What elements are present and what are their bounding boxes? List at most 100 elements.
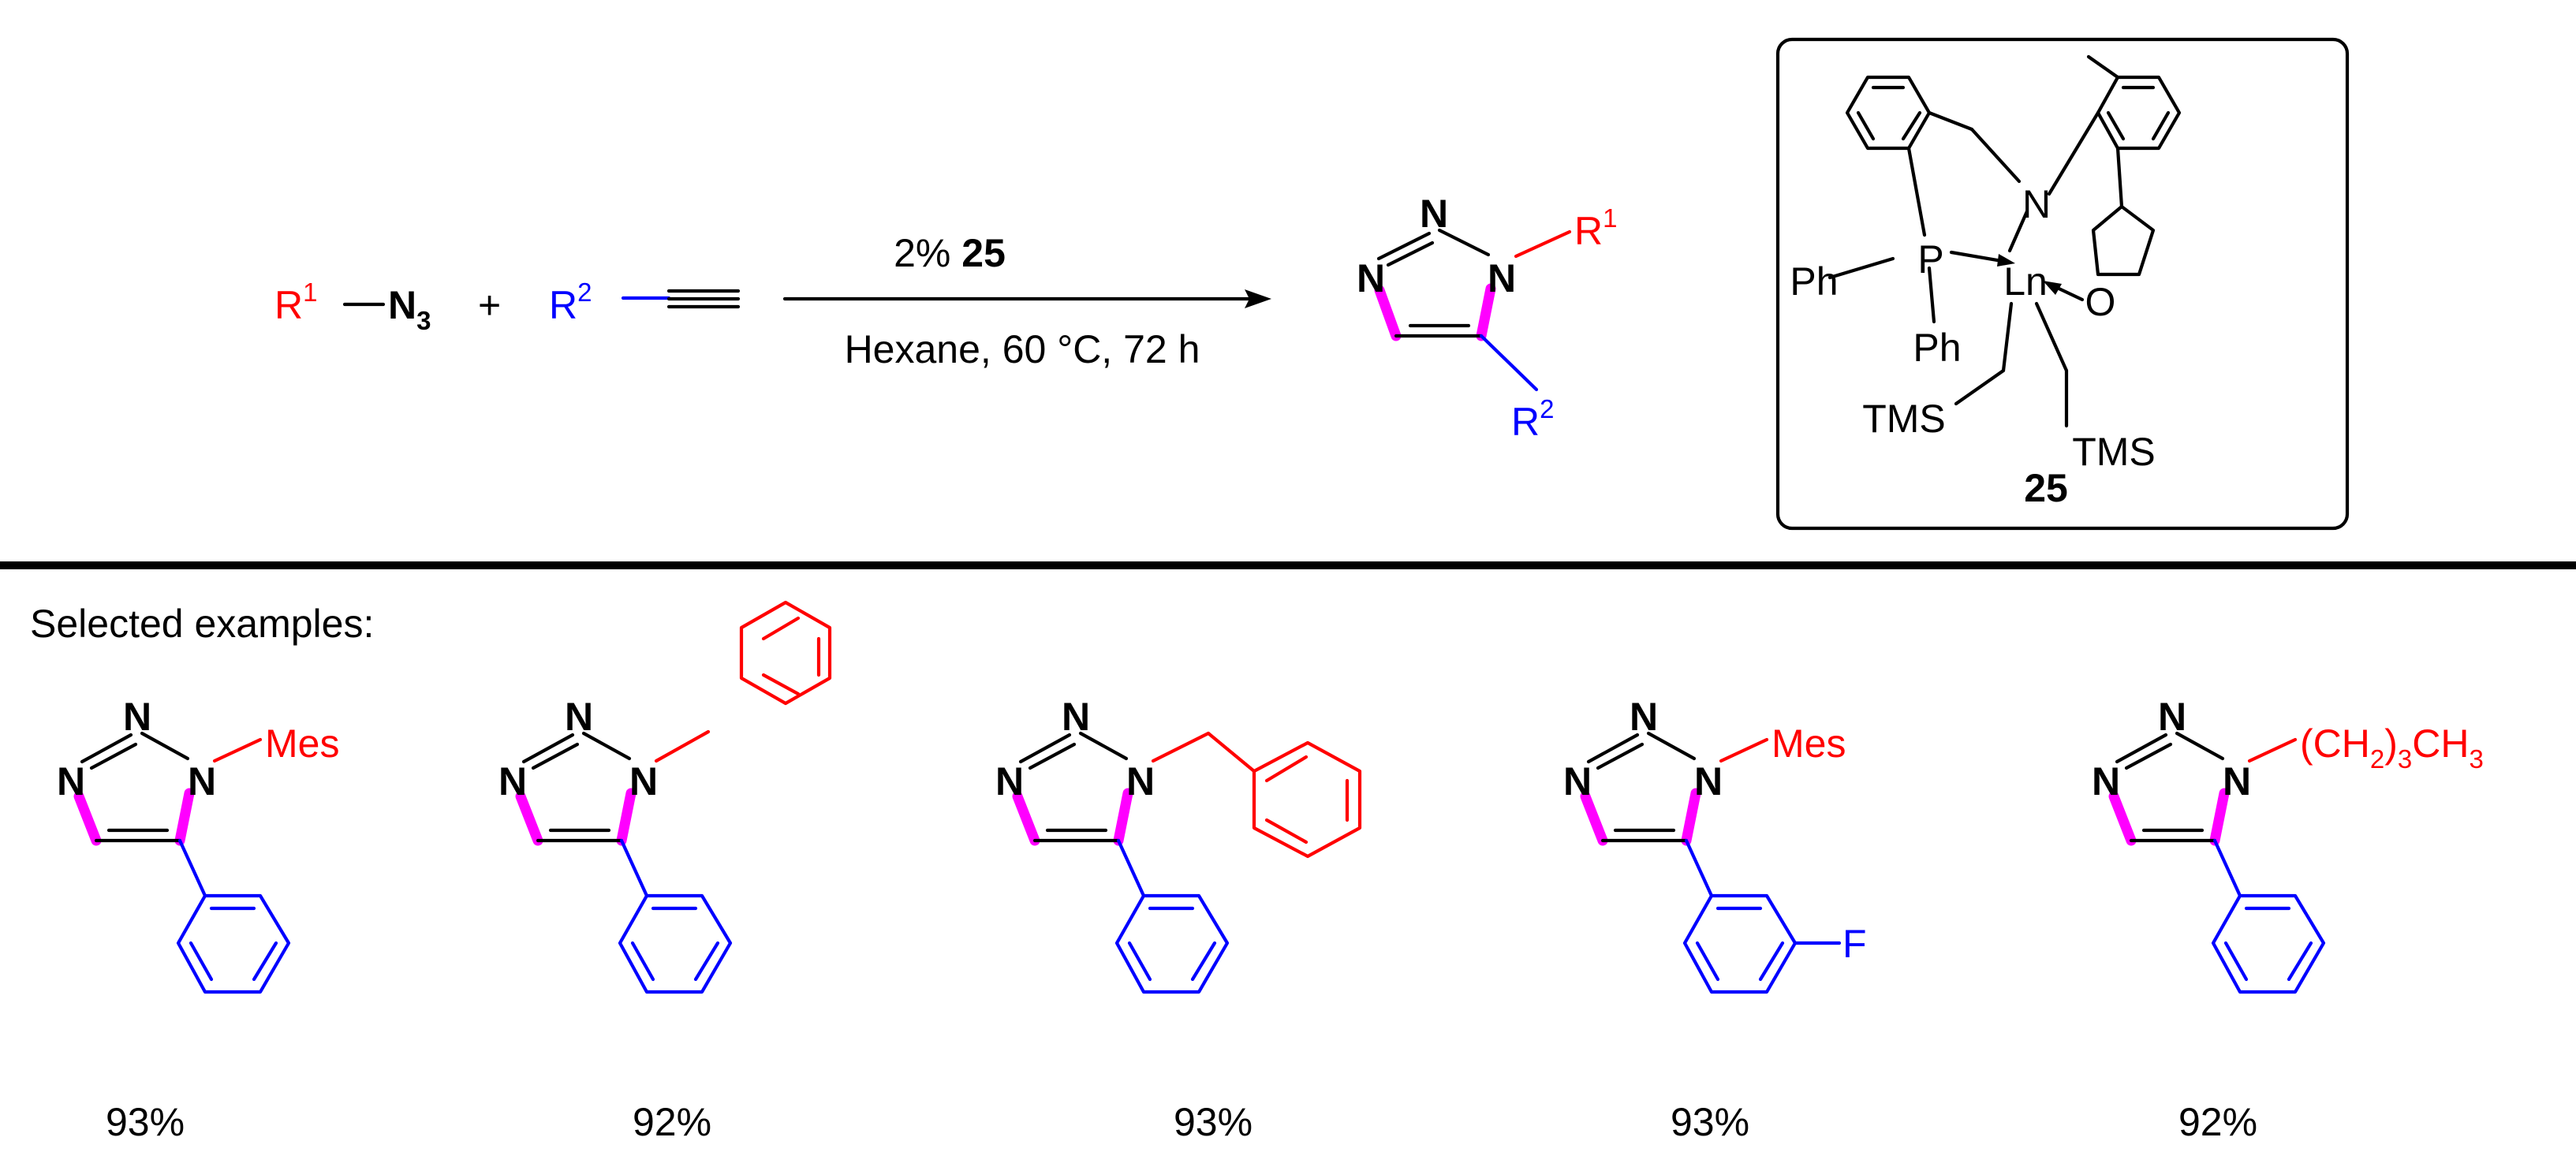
- example-5: N N N (CH2)3CH3 92%: [2092, 695, 2484, 1144]
- ex5-phenyl-ring: [2211, 893, 2326, 994]
- ex3-benzyl-ring: [1252, 740, 1362, 859]
- ex2-highlight-2: [616, 788, 637, 846]
- ex2-n2-label: N: [565, 695, 593, 739]
- catalyst-p-ph1-bond: [1827, 256, 1895, 280]
- product-r2-bond: [1479, 334, 1539, 392]
- catalyst-p-ln-dative: [1949, 250, 2009, 264]
- ex5-n2-label: N: [2158, 695, 2186, 739]
- catalyst-o-label: O: [2085, 280, 2116, 324]
- azide-r-label: R: [274, 283, 303, 327]
- ex2-r1-bond: [654, 729, 711, 763]
- product-r2-sup: 2: [1540, 394, 1554, 423]
- ex4-fluoro-label: F: [1842, 922, 1867, 966]
- ex2-bond-n1-n2-double: [531, 742, 580, 770]
- ex4-phenyl-inner-2: [1758, 941, 1785, 982]
- arrowhead: [1245, 289, 1271, 308]
- ex1-phenyl-inner-2: [252, 941, 278, 982]
- svg-text:R1: R1: [274, 278, 317, 327]
- ex3-aryl-bond: [1116, 838, 1146, 898]
- ex3-phenyl-inner-3: [1127, 941, 1152, 982]
- azide-reactant: R1 N3: [274, 278, 431, 335]
- ex4-yield: 93%: [1671, 1100, 1749, 1144]
- ex4-substituent: Mes: [1771, 721, 1846, 766]
- catalyst-thf-ring: [2091, 204, 2156, 277]
- ex1-phenyl-ring: [176, 893, 291, 994]
- catalyst-methyl-bond: [2086, 54, 2120, 80]
- catalyst-ph2-label: Ph: [1913, 326, 1961, 370]
- svg-text:R1: R1: [1574, 203, 1617, 253]
- catalyst-ch2-tms-bond-1: [1954, 368, 2006, 406]
- catalyst-benzyl-ring-inner-2: [1856, 110, 1876, 141]
- catalyst-aryl-thf-bond: [2115, 146, 2124, 209]
- product-r1-label: R: [1574, 209, 1603, 253]
- ex3-n3-label: N: [1126, 759, 1155, 803]
- ex5-bond-n1-n2: [2115, 733, 2168, 764]
- catalyst-ph1-label: Ph: [1790, 259, 1838, 304]
- ex5-sub-2: 3: [2398, 744, 2412, 774]
- ex4-n3-label: N: [1694, 759, 1723, 803]
- product-n3-label: N: [1488, 256, 1516, 300]
- ex1-aryl-bond: [177, 838, 207, 898]
- ex2-n3-label: N: [629, 759, 658, 803]
- catalyst-benzyl-ring-inner-3: [1901, 110, 1922, 141]
- ex1-n1-label: N: [57, 759, 85, 803]
- ex5-sub-mid: ): [2384, 721, 2398, 766]
- catalyst-ln-ch2-bond-1: [2001, 301, 2014, 373]
- ex5-sub-1: 2: [2370, 744, 2384, 774]
- catalyst-structure: P Ph Ph Ln N O TMS TMS 25: [1790, 54, 2182, 510]
- ex1-n2-label: N: [123, 695, 151, 739]
- ex3-benzyl-inner-3: [1264, 818, 1309, 844]
- ex3-n2-label: N: [1062, 695, 1090, 739]
- ex3-benzyl-inner-1: [1264, 755, 1309, 783]
- ex3-ch2-bond-1: [1151, 731, 1211, 763]
- svg-text:N3: N3: [388, 283, 431, 335]
- ex1-bond-n1-n2: [80, 733, 133, 764]
- product-triazole: N N N R1 R2: [1357, 192, 1618, 444]
- ex5-n3-label: N: [2223, 759, 2251, 803]
- ex5-yield: 92%: [2178, 1100, 2257, 1144]
- ex5-sub-pre: (CH: [2300, 721, 2370, 766]
- ex5-highlight-1: [2108, 791, 2137, 846]
- catalyst-tms2-label: TMS: [2072, 430, 2156, 474]
- alkyne-r-sup: 2: [577, 278, 592, 307]
- ex4-n1-label: N: [1563, 759, 1592, 803]
- ex4-bond-n1-n2: [1586, 733, 1640, 764]
- ex5-substituent: (CH2)3CH3: [2300, 721, 2484, 774]
- catalyst-ch2-bond-2: [1969, 127, 2022, 184]
- ex2-highlight-1: [515, 791, 543, 846]
- catalyst-tms1-label: TMS: [1862, 397, 1946, 441]
- ex4-highlight-2: [1681, 788, 1701, 846]
- svg-text:R2: R2: [549, 278, 592, 327]
- catalyst-ln-ch2-bond-2: [2034, 301, 2069, 373]
- ex3-yield: 93%: [1174, 1100, 1253, 1144]
- ex4-n2-label: N: [1630, 695, 1658, 739]
- catalyst-ch2-bond-1: [1927, 110, 1974, 132]
- reaction-arrow: 2% 25 Hexane, 60 °C, 72 h: [782, 231, 1271, 371]
- alkyne-reactant: R2: [549, 278, 741, 327]
- catalyst-compound-number: 25: [2024, 466, 2068, 510]
- ex3-highlight-1: [1012, 791, 1040, 846]
- ex1-r1-bond: [212, 737, 263, 763]
- product-highlight-c4-n3: [1476, 283, 1496, 341]
- product-bond-n2-n3: [1437, 228, 1491, 257]
- ex1-phenyl-inner-3: [189, 941, 214, 982]
- ex5-sub-post: CH: [2412, 721, 2469, 766]
- example-2: N N N 92%: [498, 600, 832, 1144]
- ex2-phenyl-inner-3: [630, 941, 655, 982]
- ex5-aryl-bond: [2212, 838, 2242, 898]
- ex5-bond-n2-n3: [2175, 731, 2225, 761]
- azide-n-sub: 3: [416, 306, 431, 335]
- ex3-bond-n1-n2: [1018, 733, 1072, 764]
- catalyst-p-aryl-bond: [1906, 146, 1927, 237]
- ex5-highlight-2: [2209, 788, 2230, 846]
- product-r1-sup: 1: [1603, 203, 1617, 233]
- ex4-bond-n1-n2-double: [1596, 742, 1645, 770]
- product-r1-bond: [1514, 229, 1572, 259]
- ex2-aryl-bond: [619, 838, 649, 898]
- ex2-bond-n1-n2: [521, 733, 575, 764]
- ex3-ch2-bond-2: [1206, 731, 1256, 774]
- ex1-n3-label: N: [188, 759, 216, 803]
- examples-heading: Selected examples:: [30, 602, 374, 646]
- ex5-bond-n1-n2-double: [2124, 742, 2173, 770]
- ex4-bond-n2-n3: [1646, 731, 1697, 761]
